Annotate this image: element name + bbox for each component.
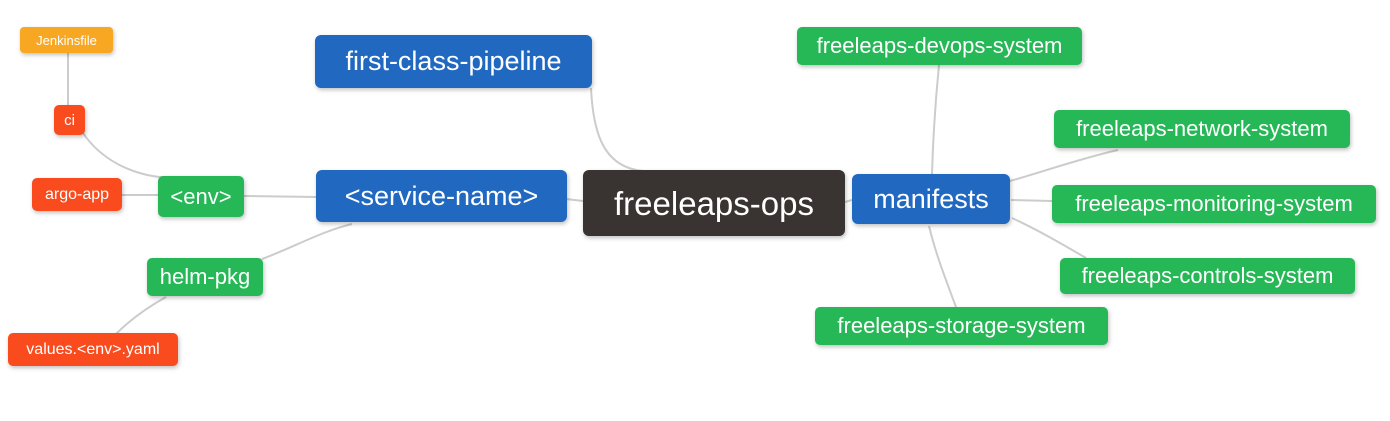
node-freeleaps-devops-system[interactable]: freeleaps-devops-system [797, 27, 1082, 65]
node-env[interactable]: <env> [158, 176, 244, 217]
edge-values-helm-pkg [115, 296, 167, 335]
node-label: argo-app [44, 185, 110, 203]
node-freeleaps-controls-system[interactable]: freeleaps-controls-system [1060, 258, 1355, 294]
node-label: manifests [873, 183, 989, 214]
node-jenkinsfile[interactable]: Jenkinsfile [20, 27, 113, 53]
node-label: freeleaps-controls-system [1081, 263, 1334, 288]
node-label: helm-pkg [159, 264, 251, 289]
edge-manifests-storage-system [928, 225, 957, 308]
node-label: <service-name> [344, 180, 539, 211]
node-label: freeleaps-storage-system [837, 313, 1086, 338]
edge-first-class-pipeline-freeleaps-ops [590, 87, 645, 172]
node-manifests[interactable]: manifests [852, 174, 1010, 224]
node-freeleaps-storage-system[interactable]: freeleaps-storage-system [815, 307, 1108, 345]
node-freeleaps-network-system[interactable]: freeleaps-network-system [1054, 110, 1350, 148]
edge-env-service-name [243, 195, 317, 198]
node-label: <env> [170, 183, 232, 209]
node-helm-pkg[interactable]: helm-pkg [147, 258, 263, 296]
node-ci[interactable]: ci [54, 105, 85, 135]
node-label: freeleaps-network-system [1076, 116, 1328, 141]
edge-ci-env [82, 132, 171, 179]
node-freeleaps-monitoring-system[interactable]: freeleaps-monitoring-system [1052, 185, 1376, 223]
edge-manifests-monitoring-system [1010, 199, 1053, 202]
node-label: ci [64, 111, 75, 129]
edge-manifests-devops-system [931, 64, 940, 175]
node-freeleaps-ops[interactable]: freeleaps-ops [583, 170, 845, 236]
node-service-name[interactable]: <service-name> [316, 170, 567, 222]
node-label: freeleaps-monitoring-system [1075, 191, 1353, 216]
edge-helm-pkg-service-name [261, 223, 353, 260]
node-first-class-pipeline[interactable]: first-class-pipeline [315, 35, 592, 88]
node-label: Jenkinsfile [36, 32, 97, 48]
node-values-env-yaml[interactable]: values.<env>.yaml [8, 333, 178, 366]
node-argo-app[interactable]: argo-app [32, 178, 122, 211]
edge-service-name-freeleaps-ops [565, 198, 584, 202]
edge-manifests-network-system [1009, 149, 1119, 182]
node-label: values.<env>.yaml [26, 340, 160, 358]
edge-manifests-controls-system [1011, 217, 1087, 259]
edge-freeleaps-ops-manifests [844, 199, 853, 203]
node-label: first-class-pipeline [345, 46, 562, 76]
node-label: freeleaps-ops [614, 184, 814, 222]
node-label: freeleaps-devops-system [816, 33, 1063, 58]
